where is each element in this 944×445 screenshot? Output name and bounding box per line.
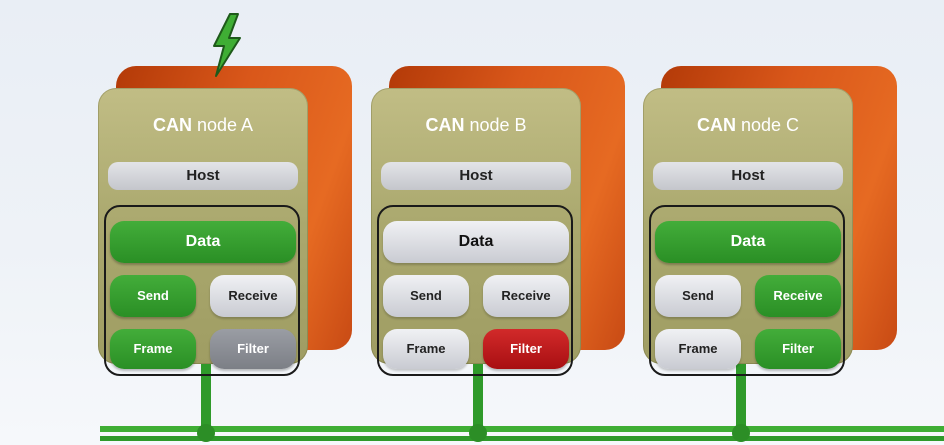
bus-stub-b: [473, 364, 483, 434]
bus-junction-b: [469, 424, 487, 442]
node-a-filter: Filter: [210, 329, 296, 369]
node-b-title-bold: CAN: [425, 115, 465, 135]
bus-line-low: [100, 436, 944, 441]
can-node-a: CAN node A Host Data Send Receive Frame …: [98, 66, 356, 376]
node-b-host: Host: [381, 162, 571, 190]
lightning-bolt-icon: [213, 13, 241, 77]
node-c-controller-panel: Data Send Receive Frame Filter: [649, 205, 845, 376]
node-c-title-rest: node C: [735, 115, 800, 135]
node-b-send: Send: [383, 275, 469, 317]
node-b-controller-panel: Data Send Receive Frame Filter: [377, 205, 573, 376]
can-node-b: CAN node B Host Data Send Receive Frame …: [371, 66, 629, 376]
node-a-title-rest: node A: [191, 115, 254, 135]
bus-stub-c: [736, 364, 746, 434]
node-b-title: CAN node B: [371, 110, 581, 140]
node-c-filter: Filter: [755, 329, 841, 369]
node-a-send: Send: [110, 275, 196, 317]
node-b-frame: Frame: [383, 329, 469, 369]
node-c-title-bold: CAN: [696, 115, 736, 135]
can-node-c: CAN node C Host Data Send Receive Frame …: [643, 66, 901, 376]
node-b-data: Data: [383, 221, 569, 263]
node-c-host: Host: [653, 162, 843, 190]
node-a-host: Host: [108, 162, 298, 190]
node-c-send: Send: [655, 275, 741, 317]
node-c-frame: Frame: [655, 329, 741, 369]
node-b-body: CAN node B Host Data Send Receive Frame …: [371, 88, 581, 376]
node-a-title: CAN node A: [98, 110, 308, 140]
node-a-body: CAN node A Host Data Send Receive Frame …: [98, 88, 308, 376]
bus-line-high: [100, 426, 944, 432]
node-a-frame: Frame: [110, 329, 196, 369]
node-a-receive: Receive: [210, 275, 296, 317]
node-c-data: Data: [655, 221, 841, 263]
bus-junction-a: [197, 424, 215, 442]
node-a-controller-panel: Data Send Receive Frame Filter: [104, 205, 300, 376]
node-b-title-rest: node B: [464, 115, 527, 135]
node-c-title: CAN node C: [643, 110, 853, 140]
node-c-body: CAN node C Host Data Send Receive Frame …: [643, 88, 853, 376]
node-a-data: Data: [110, 221, 296, 263]
node-c-receive: Receive: [755, 275, 841, 317]
node-b-filter: Filter: [483, 329, 569, 369]
bus-junction-c: [732, 424, 750, 442]
node-b-receive: Receive: [483, 275, 569, 317]
bus-stub-a: [201, 364, 211, 434]
node-a-title-bold: CAN: [152, 115, 192, 135]
